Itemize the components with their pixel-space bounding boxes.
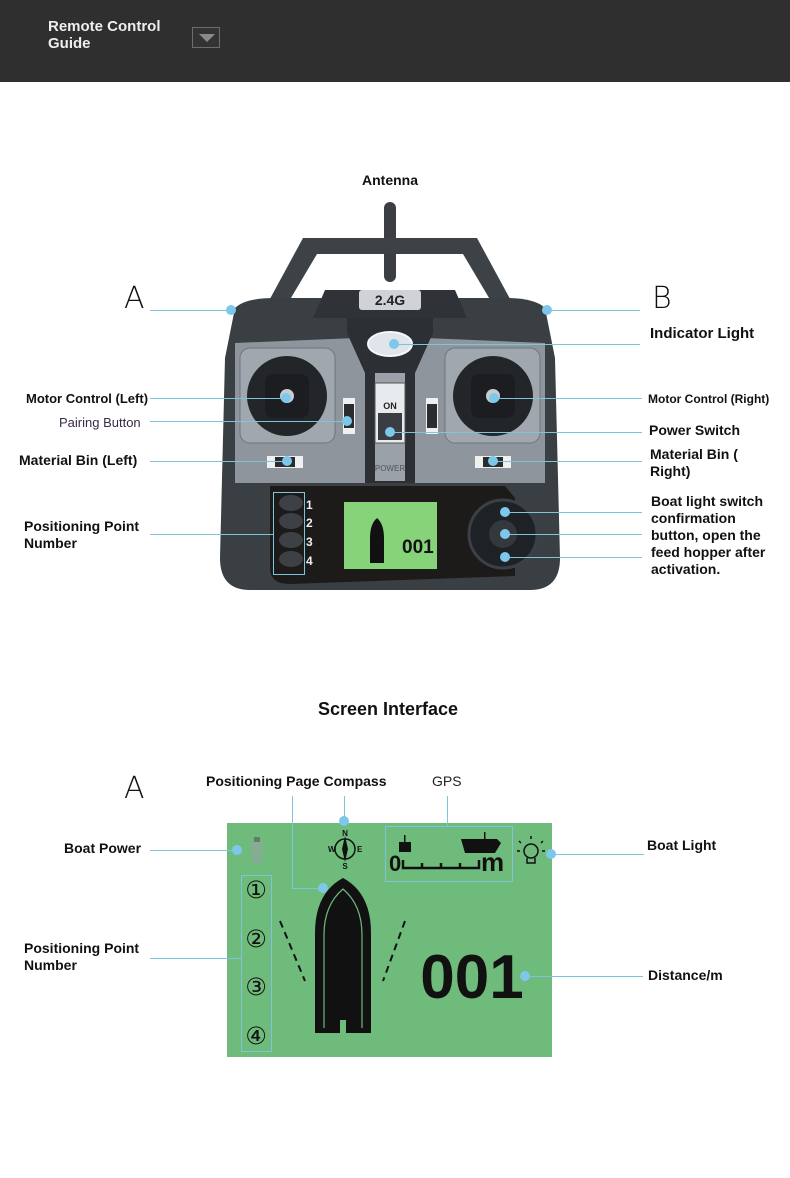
callout-line	[525, 976, 643, 977]
label-boat-light: Boat Light	[647, 837, 717, 853]
callout-line	[292, 888, 322, 889]
distance-readout: 001	[420, 943, 523, 1012]
callout-dot	[520, 971, 530, 981]
label-screen-a: A	[124, 771, 145, 806]
callout-dot	[339, 816, 349, 826]
lcd-screen-graphics: N S W E ① 0 m ① ② ③ ④ 001	[245, 829, 545, 1050]
gps-scale-start: 0	[389, 851, 401, 876]
remote-icon	[399, 835, 411, 852]
ship-icon	[461, 832, 501, 853]
label-positioning-page-compass: Positioning Page Compass	[206, 773, 387, 789]
screen-point-number: ④	[245, 1022, 267, 1050]
label-positioning-point-number: Positioning Point Number	[24, 518, 140, 551]
gps-highlight-box	[385, 826, 513, 882]
callout-dot	[318, 883, 328, 893]
callout-line	[150, 461, 287, 462]
boat-icon	[315, 878, 371, 1036]
callout-line	[150, 958, 242, 959]
callout-dot	[226, 305, 236, 315]
page-title: Remote Control Guide	[48, 18, 161, 52]
callout-dot	[389, 339, 399, 349]
point-number-label: 1	[306, 498, 313, 512]
callout-line	[390, 432, 642, 433]
header-bar: Remote Control Guide	[0, 0, 790, 82]
band-label: 2.4G	[375, 292, 405, 308]
callout-dot	[546, 849, 556, 859]
power-label: POWER	[375, 464, 405, 473]
callout-dot	[542, 305, 552, 315]
label-motor-left: Motor Control (Left)	[26, 391, 149, 406]
section-heading-screen-interface: Screen Interface	[318, 699, 459, 719]
callout-line	[150, 850, 236, 851]
point-number-label: 2	[306, 516, 313, 530]
point-number-label: 4	[306, 554, 313, 568]
mini-lcd-screen	[344, 502, 437, 569]
mini-distance-readout: 001	[402, 537, 434, 558]
callout-line	[494, 398, 642, 399]
callout-dot	[489, 393, 499, 403]
screen-point-number: ②	[245, 925, 267, 953]
callout-dot	[500, 552, 510, 562]
point-buttons-highlight	[273, 492, 305, 575]
callout-dot	[500, 529, 510, 539]
label-antenna: Antenna	[362, 172, 418, 188]
svg-text:W: W	[328, 845, 336, 854]
point-buttons	[279, 495, 303, 567]
callout-line	[395, 344, 640, 345]
callout-line	[505, 534, 642, 535]
callout-line	[150, 310, 230, 311]
callout-line	[493, 461, 642, 462]
callout-line	[552, 854, 644, 855]
svg-text:N: N	[342, 829, 348, 838]
callout-line	[150, 534, 274, 535]
label-motor-right: Motor Control (Right)	[648, 392, 770, 406]
label-gps: GPS	[432, 773, 462, 789]
callout-dot	[488, 456, 498, 466]
callout-line	[150, 421, 347, 422]
callout-dot	[342, 416, 352, 426]
caret-down-icon	[199, 34, 215, 42]
battery-icon	[251, 837, 263, 863]
gps-scale-unit: m	[481, 847, 504, 877]
label-material-bin-right: Material Bin ( Right)	[650, 446, 738, 479]
callout-dot	[385, 427, 395, 437]
callout-dot	[282, 456, 292, 466]
screen-points-highlight	[241, 875, 272, 1052]
callout-dot	[281, 393, 291, 403]
lcd-screen	[227, 823, 552, 1057]
label-boat-power: Boat Power	[64, 840, 142, 856]
label-indicator-light: Indicator Light	[650, 325, 755, 342]
callout-line	[292, 796, 293, 888]
label-boat-light-button: Boat light switch confirmation button, o…	[651, 493, 766, 577]
menu-dropdown-button[interactable]	[192, 27, 220, 48]
label-power-switch: Power Switch	[649, 422, 741, 438]
svg-text:E: E	[357, 845, 363, 854]
compass-icon: N S W E	[328, 829, 363, 871]
svg-text:S: S	[342, 862, 348, 871]
label-distance: Distance/m	[648, 967, 723, 983]
callout-line	[548, 310, 640, 311]
callout-line	[150, 398, 286, 399]
callout-line	[505, 557, 642, 558]
label-screen-positioning-point-number: Positioning Point Number	[24, 940, 140, 973]
screen-point-number: ①	[245, 876, 267, 904]
bulb-icon	[517, 836, 545, 864]
callout-line	[447, 796, 448, 826]
label-b: B	[652, 281, 672, 316]
label-pairing-button: Pairing Button	[59, 415, 141, 430]
callout-dot	[500, 507, 510, 517]
screen-point-number: ③	[245, 973, 267, 1001]
callout-line	[505, 512, 642, 513]
label-material-bin-left: Material Bin (Left)	[19, 452, 138, 468]
point-number-label: 3	[306, 535, 313, 549]
callout-dot	[232, 845, 242, 855]
callout-line	[344, 796, 345, 821]
label-a: A	[124, 281, 145, 316]
switch-on-label: ON	[383, 401, 397, 411]
